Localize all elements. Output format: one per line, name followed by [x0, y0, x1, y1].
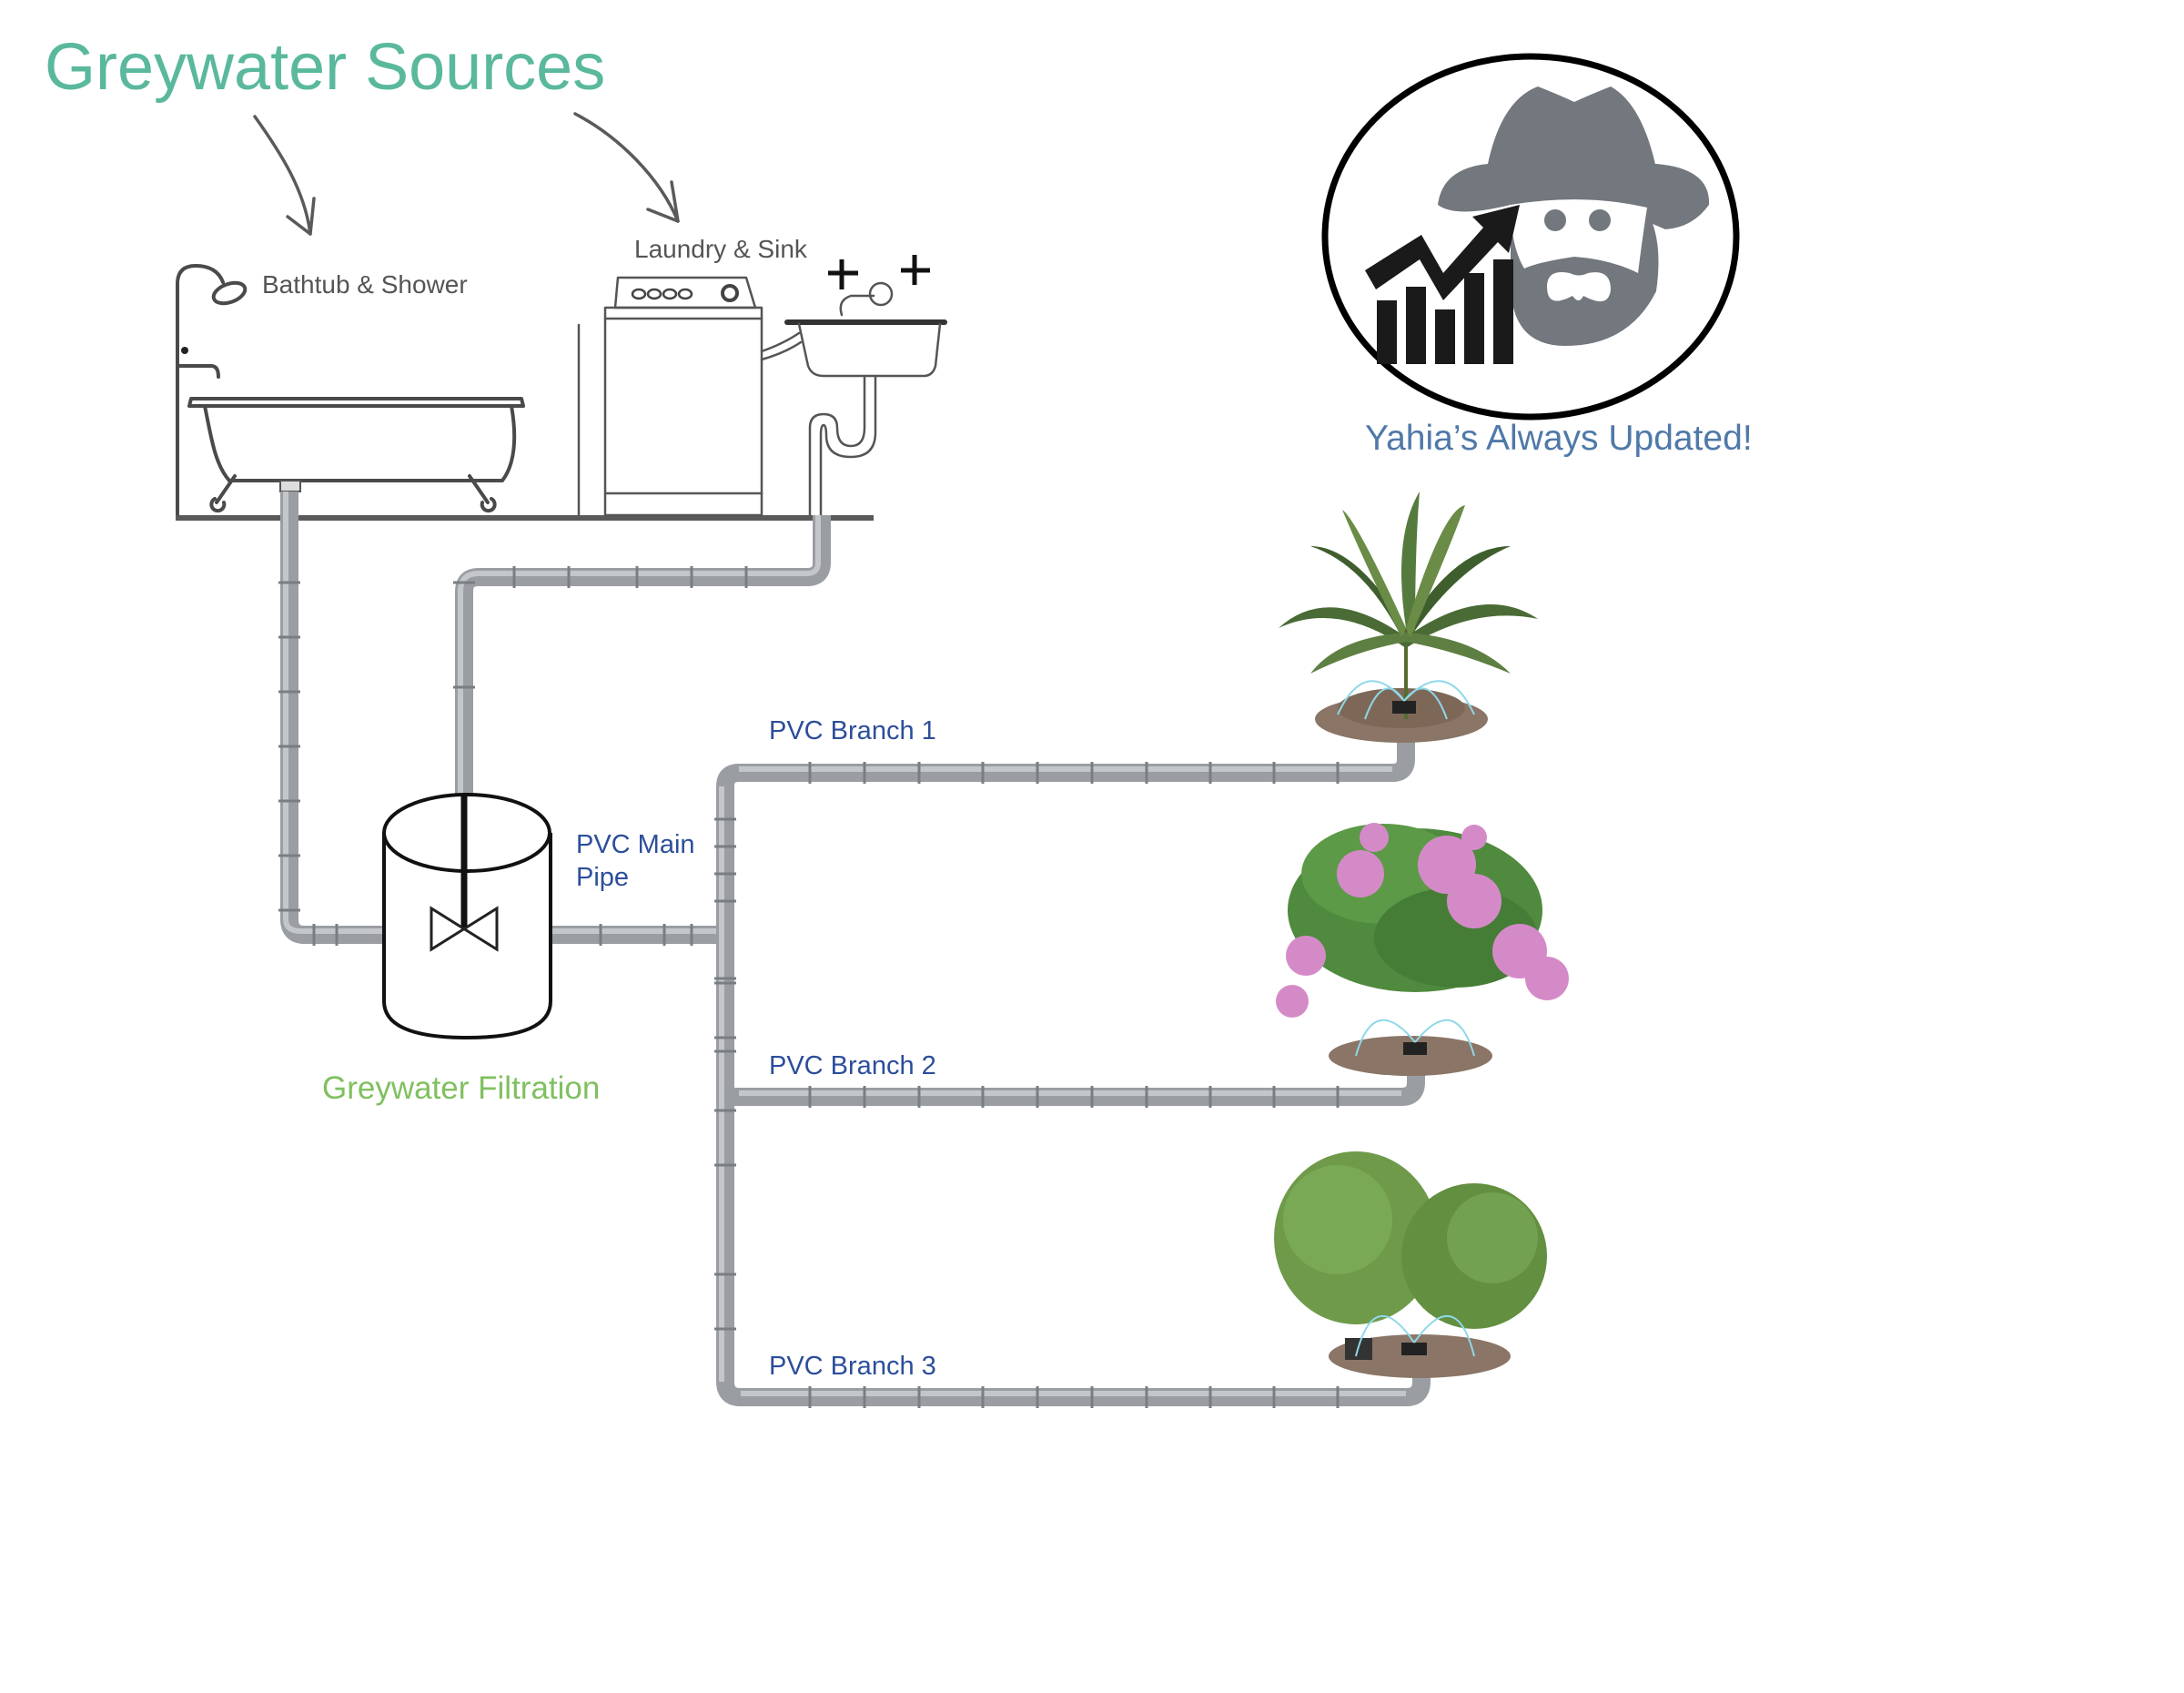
- pvc-branch-3-label: PVC Branch 3: [769, 1352, 936, 1381]
- logo-caption: Yahia’s Always Updated!: [1365, 419, 1753, 458]
- sprinkler-icon: [1345, 1315, 1475, 1360]
- valve-icon: [430, 906, 499, 952]
- greywater-filtration-label: Greywater Filtration: [322, 1070, 600, 1106]
- pvc-trunk-pipe: [716, 728, 1431, 1406]
- arrow-to-laundry-icon: [573, 112, 680, 223]
- pipe-network: [278, 492, 1431, 1408]
- laundry-drain-pipe: [455, 515, 831, 795]
- rising-chart-icon: [1365, 205, 1520, 364]
- pvc-branch-2-label: PVC Branch 2: [769, 1051, 936, 1080]
- bathtub-shower-label: Bathtub & Shower: [262, 270, 468, 299]
- sprinkler-icon: [1337, 680, 1475, 720]
- hydrangea-plant-icon: [1276, 823, 1569, 1076]
- arrow-to-bathtub-icon: [253, 115, 316, 236]
- laundry-sink-label: Laundry & Sink: [634, 235, 808, 263]
- fern-plant-icon: [1279, 492, 1538, 743]
- diagram-title: Greywater Sources: [45, 31, 605, 104]
- pvc-main-pipe-label-line2: Pipe: [576, 863, 629, 892]
- pvc-main-pipe-label-line1: PVC Main: [576, 830, 695, 859]
- man-with-hat-icon: [1438, 86, 1710, 346]
- washing-machine-icon: [577, 276, 803, 517]
- filtration-tank-icon: [382, 793, 552, 1040]
- pvc-main-pipe: [551, 926, 725, 944]
- boxwood-shrubs-icon: [1274, 1151, 1547, 1378]
- sink-icon: [784, 255, 947, 517]
- pvc-branch-1-label: PVC Branch 1: [769, 716, 936, 745]
- yahia-logo: [1321, 53, 1740, 421]
- bathtub-drain-pipe: [280, 492, 384, 944]
- sprinkler-icon: [1355, 1019, 1475, 1057]
- bathtub-shower-icon: [176, 264, 525, 518]
